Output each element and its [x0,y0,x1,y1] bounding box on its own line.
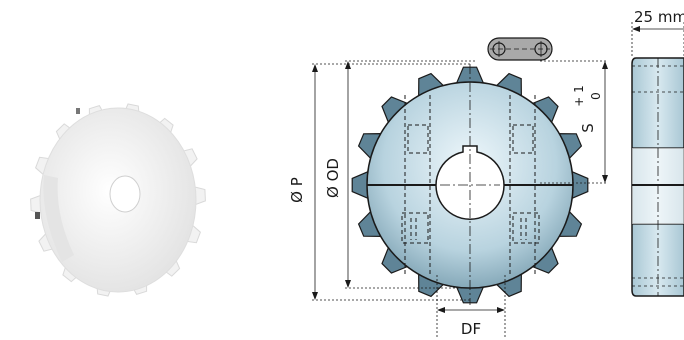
width-dimension-label: 25 mm [634,8,684,26]
distance-flats-label: DF [461,320,481,338]
tolerance-plus-label: + 1 [572,85,586,107]
sprocket-front-view [351,64,589,305]
chain-link-icon [487,37,553,61]
sprocket-side-view [631,57,684,297]
outer-diameter-label: Ø OD [324,158,342,198]
tolerance-zero-label: 0 [589,92,603,100]
product-photo [30,103,206,297]
pitch-diameter-label: Ø P [288,177,306,203]
slot-depth-label: S [579,123,597,133]
